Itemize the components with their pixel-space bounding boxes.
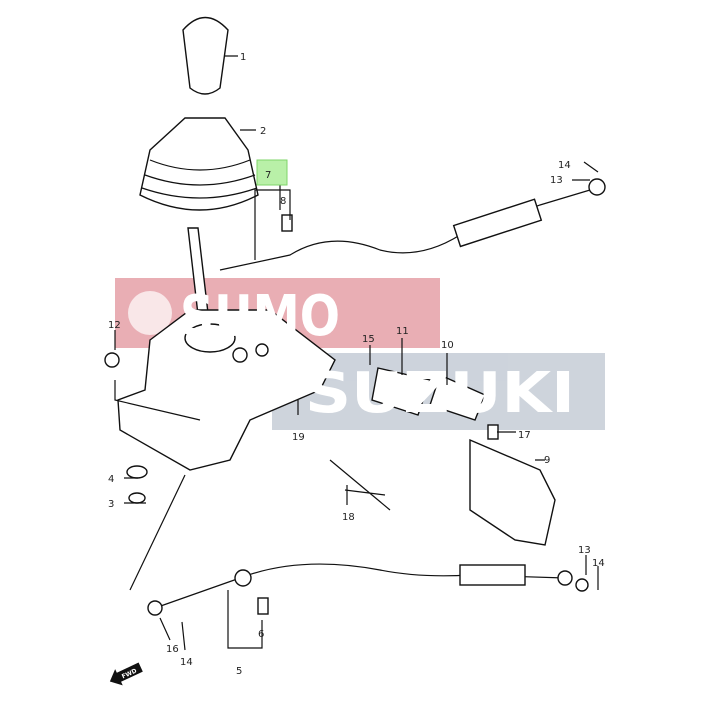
clip-6 (257, 597, 269, 615)
callout-1: 1 (240, 52, 246, 63)
clip-17 (487, 424, 499, 440)
watermark: SUMO SUZUKI (180, 284, 575, 426)
callout-13-bottom: 13 (578, 545, 591, 556)
forward-arrow-icon: FWD (109, 662, 143, 686)
callout-17: 17 (518, 430, 531, 441)
callout-14-top: 14 (558, 160, 571, 171)
callout-12: 12 (108, 320, 121, 331)
shift-boot (139, 117, 259, 211)
plate-10 (429, 374, 486, 421)
callout-3: 3 (108, 499, 114, 510)
callout-4: 4 (108, 474, 114, 485)
sumo-logo-icon (128, 291, 172, 335)
plate-11 (371, 367, 431, 416)
callout-15: 15 (362, 334, 375, 345)
callout-16: 16 (166, 644, 179, 655)
callout-9: 9 (544, 455, 550, 466)
callout-18: 18 (342, 512, 355, 523)
watermark-suzuki: SUZUKI (305, 361, 575, 426)
callout-10: 10 (441, 340, 454, 351)
bracket-18 (329, 459, 391, 511)
select-cable-boot (452, 198, 543, 248)
shift-knob (182, 16, 229, 95)
callout-11: 11 (396, 326, 409, 337)
shift-base (117, 309, 336, 471)
bush-3 (128, 492, 146, 504)
callout-7: 7 (265, 170, 271, 181)
callout-5: 5 (236, 666, 242, 677)
callout-8: 8 (280, 196, 286, 207)
fwd-label: FWD (121, 668, 138, 681)
shift-cable (154, 563, 566, 609)
callout-13-top: 13 (550, 175, 563, 186)
callout-19: 19 (292, 432, 305, 443)
select-cable (219, 189, 591, 271)
cable-bracket-9 (469, 438, 556, 546)
shift-cable-boot (459, 564, 526, 586)
callout-14-lower: 14 (180, 657, 193, 668)
bolt-12 (104, 352, 120, 368)
clip-8 (281, 214, 293, 232)
callout-14-bottom: 14 (592, 558, 605, 569)
watermark-sumo: SUMO (180, 284, 340, 349)
callout-6: 6 (258, 629, 264, 640)
bush-4 (126, 465, 148, 479)
callout-highlight (256, 159, 288, 186)
callout-2: 2 (260, 126, 266, 137)
